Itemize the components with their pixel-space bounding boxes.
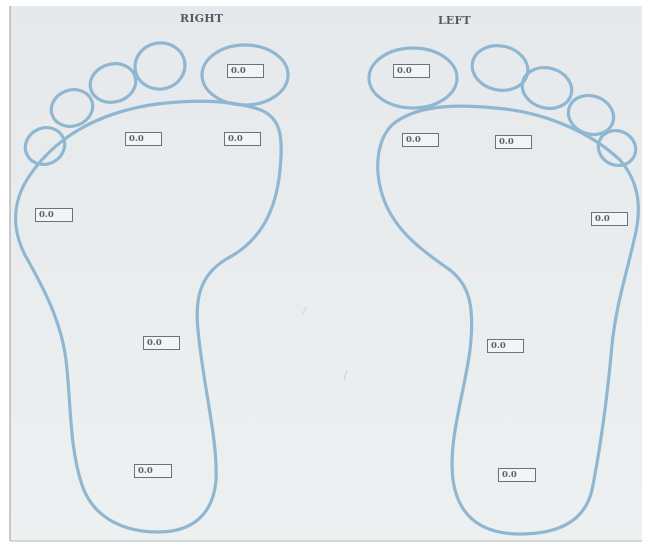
left-forefoot-lateral-value: 0.0 bbox=[591, 212, 628, 226]
right-foot-title: RIGHT bbox=[180, 12, 223, 25]
right-heel-value: 0.0 bbox=[134, 464, 172, 478]
paper-background bbox=[10, 6, 642, 541]
right-big-toe-value: 0.0 bbox=[227, 64, 264, 78]
right-forefoot-medial-value: 0.0 bbox=[224, 132, 261, 146]
left-forefoot-medial-value: 0.0 bbox=[402, 133, 439, 147]
left-foot-title: LEFT bbox=[438, 14, 471, 27]
right-midfoot-value: 0.0 bbox=[143, 336, 180, 350]
right-forefoot-lateral-value: 0.0 bbox=[35, 208, 73, 222]
left-forefoot-center-value: 0.0 bbox=[495, 135, 532, 149]
left-heel-value: 0.0 bbox=[498, 468, 536, 482]
left-big-toe-value: 0.0 bbox=[393, 64, 430, 78]
right-forefoot-center-value: 0.0 bbox=[125, 132, 162, 146]
left-midfoot-value: 0.0 bbox=[487, 339, 524, 353]
